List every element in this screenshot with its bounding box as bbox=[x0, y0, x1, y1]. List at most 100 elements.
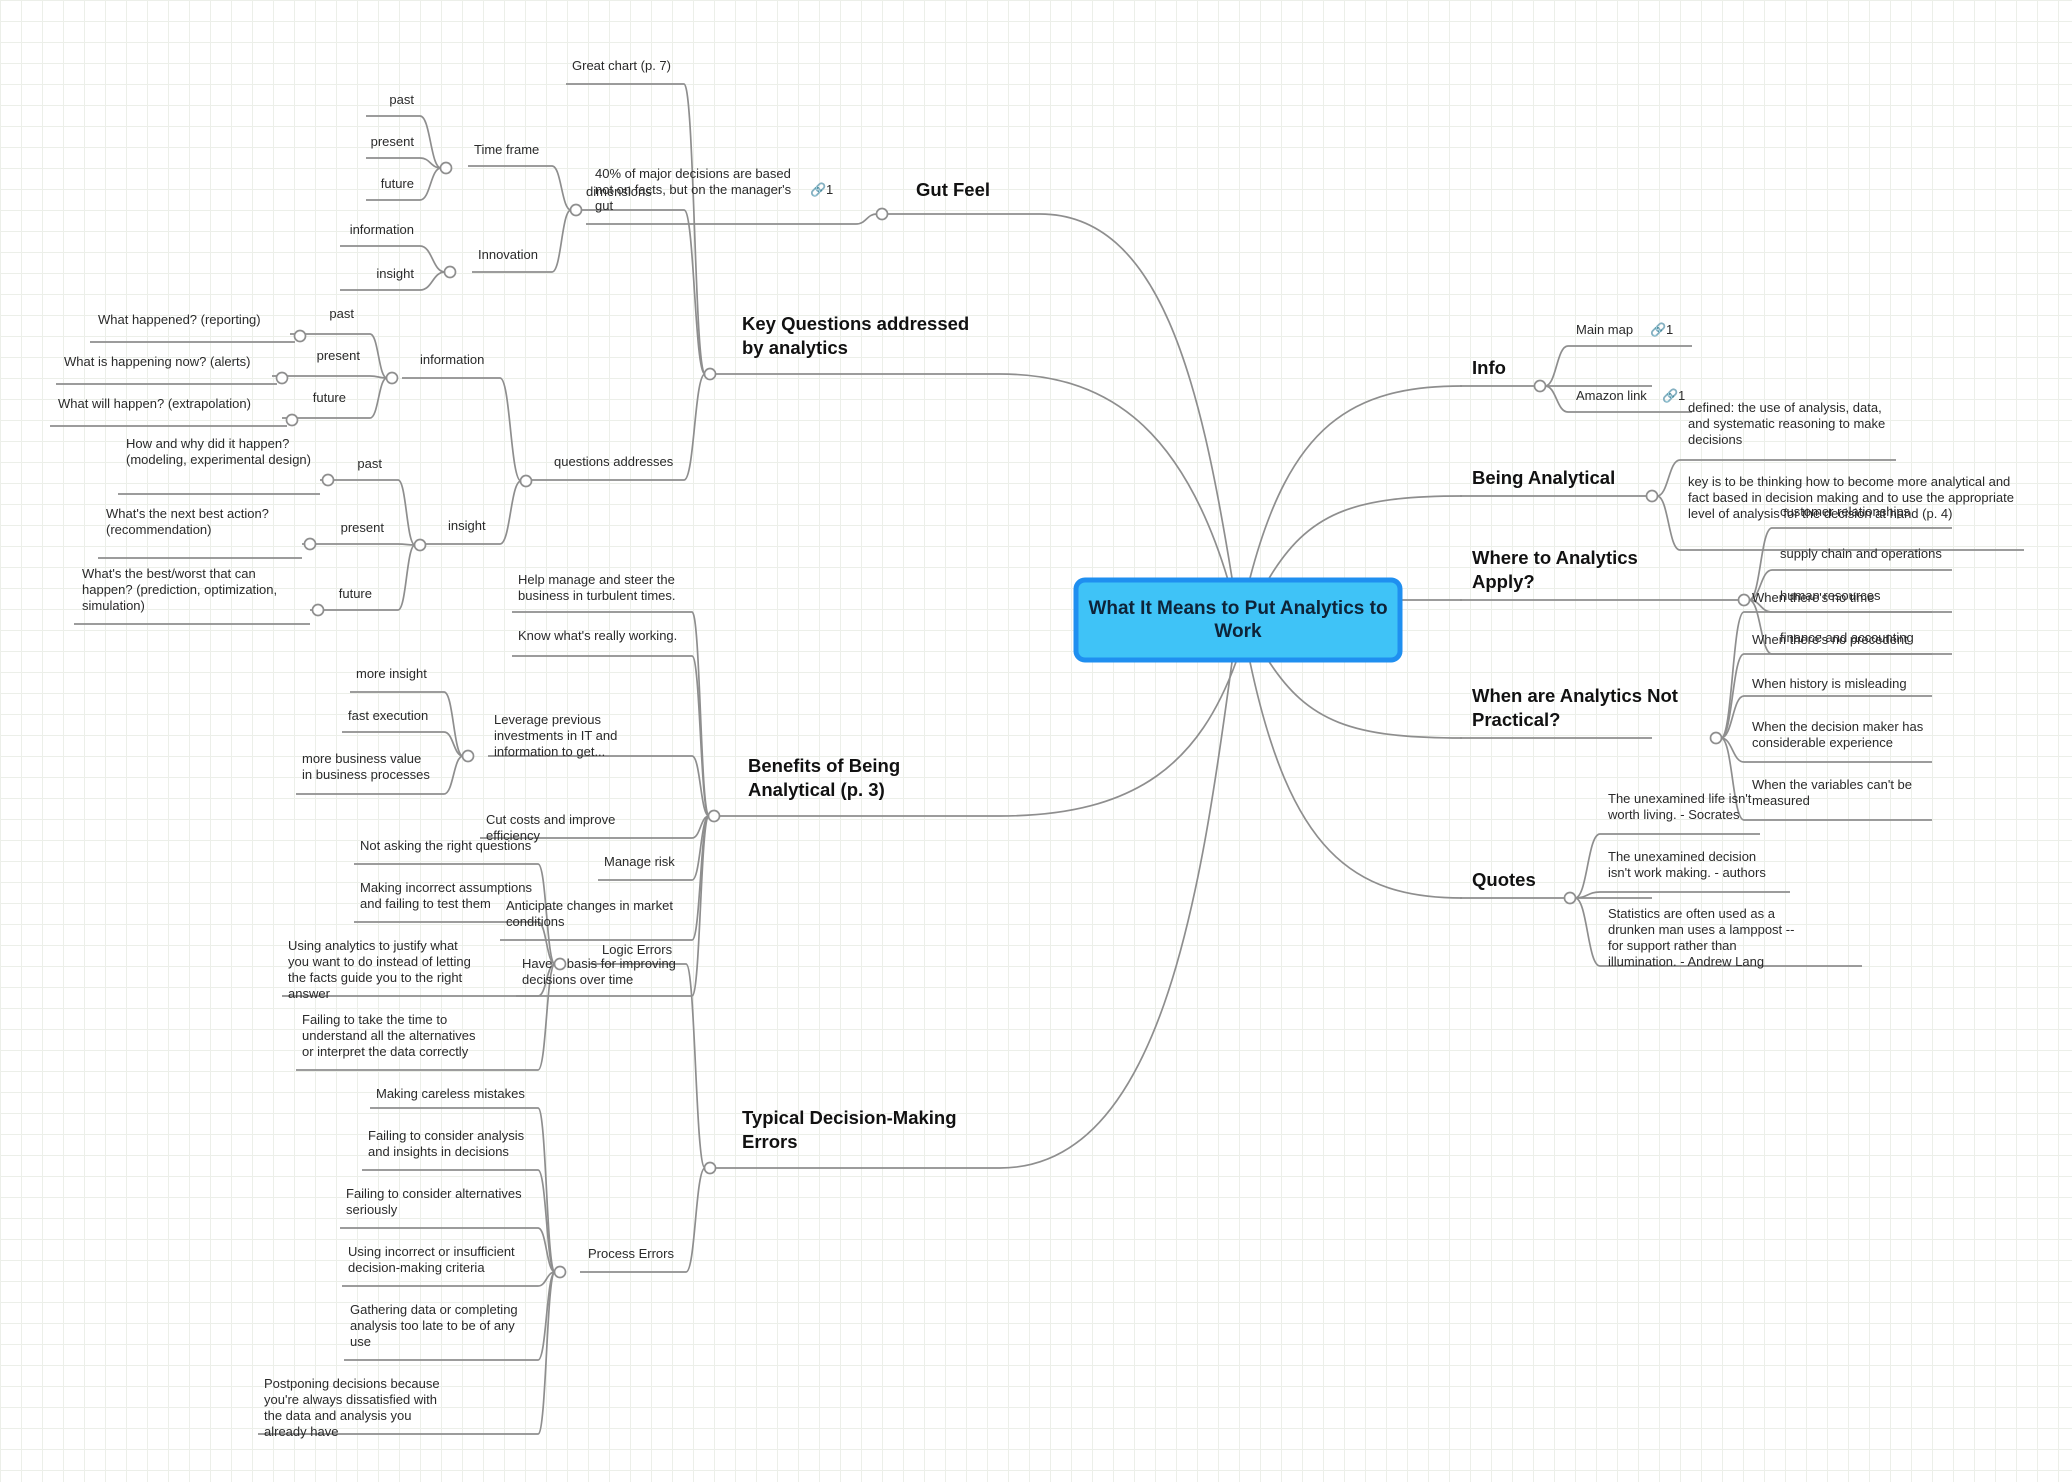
node-making-careless-mistakes[interactable]: Making careless mistakes bbox=[376, 1086, 525, 1101]
node-insight[interactable]: insight bbox=[448, 518, 486, 533]
node-what-will-happen-extrapolation[interactable]: What will happen? (extrapolation) bbox=[58, 396, 251, 411]
node-insight[interactable]: insight bbox=[376, 266, 414, 281]
collapse-toggle-icon[interactable] bbox=[707, 809, 721, 823]
node-what-s-the-next-best-action-recommendati[interactable]: What's the next best action?(recommendat… bbox=[106, 506, 269, 537]
node-info[interactable]: Info bbox=[1472, 357, 1506, 378]
node-dimensions[interactable]: dimensions bbox=[586, 184, 652, 199]
node-supply-chain-and-operations[interactable]: supply chain and operations bbox=[1780, 546, 1942, 561]
collapse-toggle-icon[interactable] bbox=[439, 161, 453, 175]
node-future[interactable]: future bbox=[339, 586, 372, 601]
node-past[interactable]: past bbox=[329, 306, 354, 321]
node-past[interactable]: past bbox=[357, 456, 382, 471]
node-amazon-link[interactable]: Amazon link bbox=[1576, 388, 1647, 403]
link-icon[interactable]: 🔗1 bbox=[1650, 321, 1673, 338]
node-logic-errors[interactable]: Logic Errors bbox=[602, 942, 673, 957]
node-gut-feel[interactable]: Gut Feel bbox=[916, 179, 990, 200]
collapse-toggle-icon[interactable] bbox=[413, 538, 427, 552]
node-defined-the-use-of-analysis-data-and-sys[interactable]: defined: the use of analysis, data,and s… bbox=[1688, 400, 1885, 447]
node-process-errors[interactable]: Process Errors bbox=[588, 1246, 674, 1261]
node-present[interactable]: present bbox=[317, 348, 361, 363]
node-questions-addresses[interactable]: questions addresses bbox=[554, 454, 674, 469]
node-present[interactable]: present bbox=[371, 134, 415, 149]
collapse-toggle-icon[interactable] bbox=[311, 603, 325, 617]
collapse-toggle-icon[interactable] bbox=[553, 1265, 567, 1279]
node-not-asking-the-right-questions[interactable]: Not asking the right questions bbox=[360, 838, 532, 853]
node-future[interactable]: future bbox=[313, 390, 346, 405]
node-what-happened-reporting[interactable]: What happened? (reporting) bbox=[98, 312, 261, 327]
link-icon[interactable]: 🔗1 bbox=[1662, 387, 1685, 404]
collapse-toggle-icon[interactable] bbox=[703, 367, 717, 381]
node-main-map[interactable]: Main map bbox=[1576, 322, 1633, 337]
node-time-frame[interactable]: Time frame bbox=[474, 142, 539, 157]
collapse-toggle-icon[interactable] bbox=[321, 473, 335, 487]
node-information[interactable]: information bbox=[350, 222, 414, 237]
node-more-insight[interactable]: more insight bbox=[356, 666, 427, 681]
node-what-is-happening-now-alerts[interactable]: What is happening now? (alerts) bbox=[64, 354, 250, 369]
node-know-what-s-really-working[interactable]: Know what's really working. bbox=[518, 628, 677, 643]
node-past[interactable]: past bbox=[389, 92, 414, 107]
collapse-toggle-icon[interactable] bbox=[875, 207, 889, 221]
collapse-toggle-icon[interactable] bbox=[703, 1161, 717, 1175]
node-great-chart-p-7[interactable]: Great chart (p. 7) bbox=[572, 58, 671, 73]
node-when-there-s-no-time[interactable]: When there's no time bbox=[1752, 590, 1874, 605]
node-customer-relationships[interactable]: customer relationships bbox=[1780, 504, 1911, 519]
node-present[interactable]: present bbox=[341, 520, 385, 535]
collapse-toggle-icon[interactable] bbox=[553, 957, 567, 971]
node-manage-risk[interactable]: Manage risk bbox=[604, 854, 675, 869]
collapse-toggle-icon[interactable] bbox=[1645, 489, 1659, 503]
collapse-toggle-icon[interactable] bbox=[275, 371, 289, 385]
collapse-toggle-icon[interactable] bbox=[385, 371, 399, 385]
node-human-resources[interactable]: human resources bbox=[1780, 588, 1881, 603]
node-key-is-to-be-thinking-how-to-become-more[interactable]: key is to be thinking how to become more… bbox=[1688, 474, 2014, 521]
collapse-toggle-icon[interactable] bbox=[519, 474, 533, 488]
node-information[interactable]: information bbox=[420, 352, 484, 367]
node-quotes[interactable]: Quotes bbox=[1472, 869, 1536, 890]
node-finance-and-accounting[interactable]: finance and accounting bbox=[1780, 630, 1914, 645]
collapse-toggle-icon[interactable] bbox=[1709, 731, 1723, 745]
link-icon[interactable]: 🔗1 bbox=[810, 181, 833, 198]
node-innovation[interactable]: Innovation bbox=[478, 247, 538, 262]
collapse-toggle-icon[interactable] bbox=[443, 265, 457, 279]
collapse-toggle-icon[interactable] bbox=[293, 329, 307, 343]
node-when-history-is-misleading[interactable]: When history is misleading bbox=[1752, 676, 1907, 691]
node-being-analytical[interactable]: Being Analytical bbox=[1472, 467, 1615, 488]
collapse-toggle-icon[interactable] bbox=[569, 203, 583, 217]
collapse-toggle-icon[interactable] bbox=[1563, 891, 1577, 905]
collapse-toggle-icon[interactable] bbox=[303, 537, 317, 551]
node-future[interactable]: future bbox=[381, 176, 414, 191]
collapse-toggle-icon[interactable] bbox=[1737, 593, 1751, 607]
node-when-there-s-no-precedent[interactable]: When there's no precedent bbox=[1752, 632, 1908, 647]
collapse-toggle-icon[interactable] bbox=[1533, 379, 1547, 393]
collapse-toggle-icon[interactable] bbox=[285, 413, 299, 427]
node-fast-execution[interactable]: fast execution bbox=[348, 708, 428, 723]
node-how-and-why-did-it-happen-modeling-exper[interactable]: How and why did it happen?(modeling, exp… bbox=[126, 436, 311, 467]
collapse-toggle-icon[interactable] bbox=[461, 749, 475, 763]
